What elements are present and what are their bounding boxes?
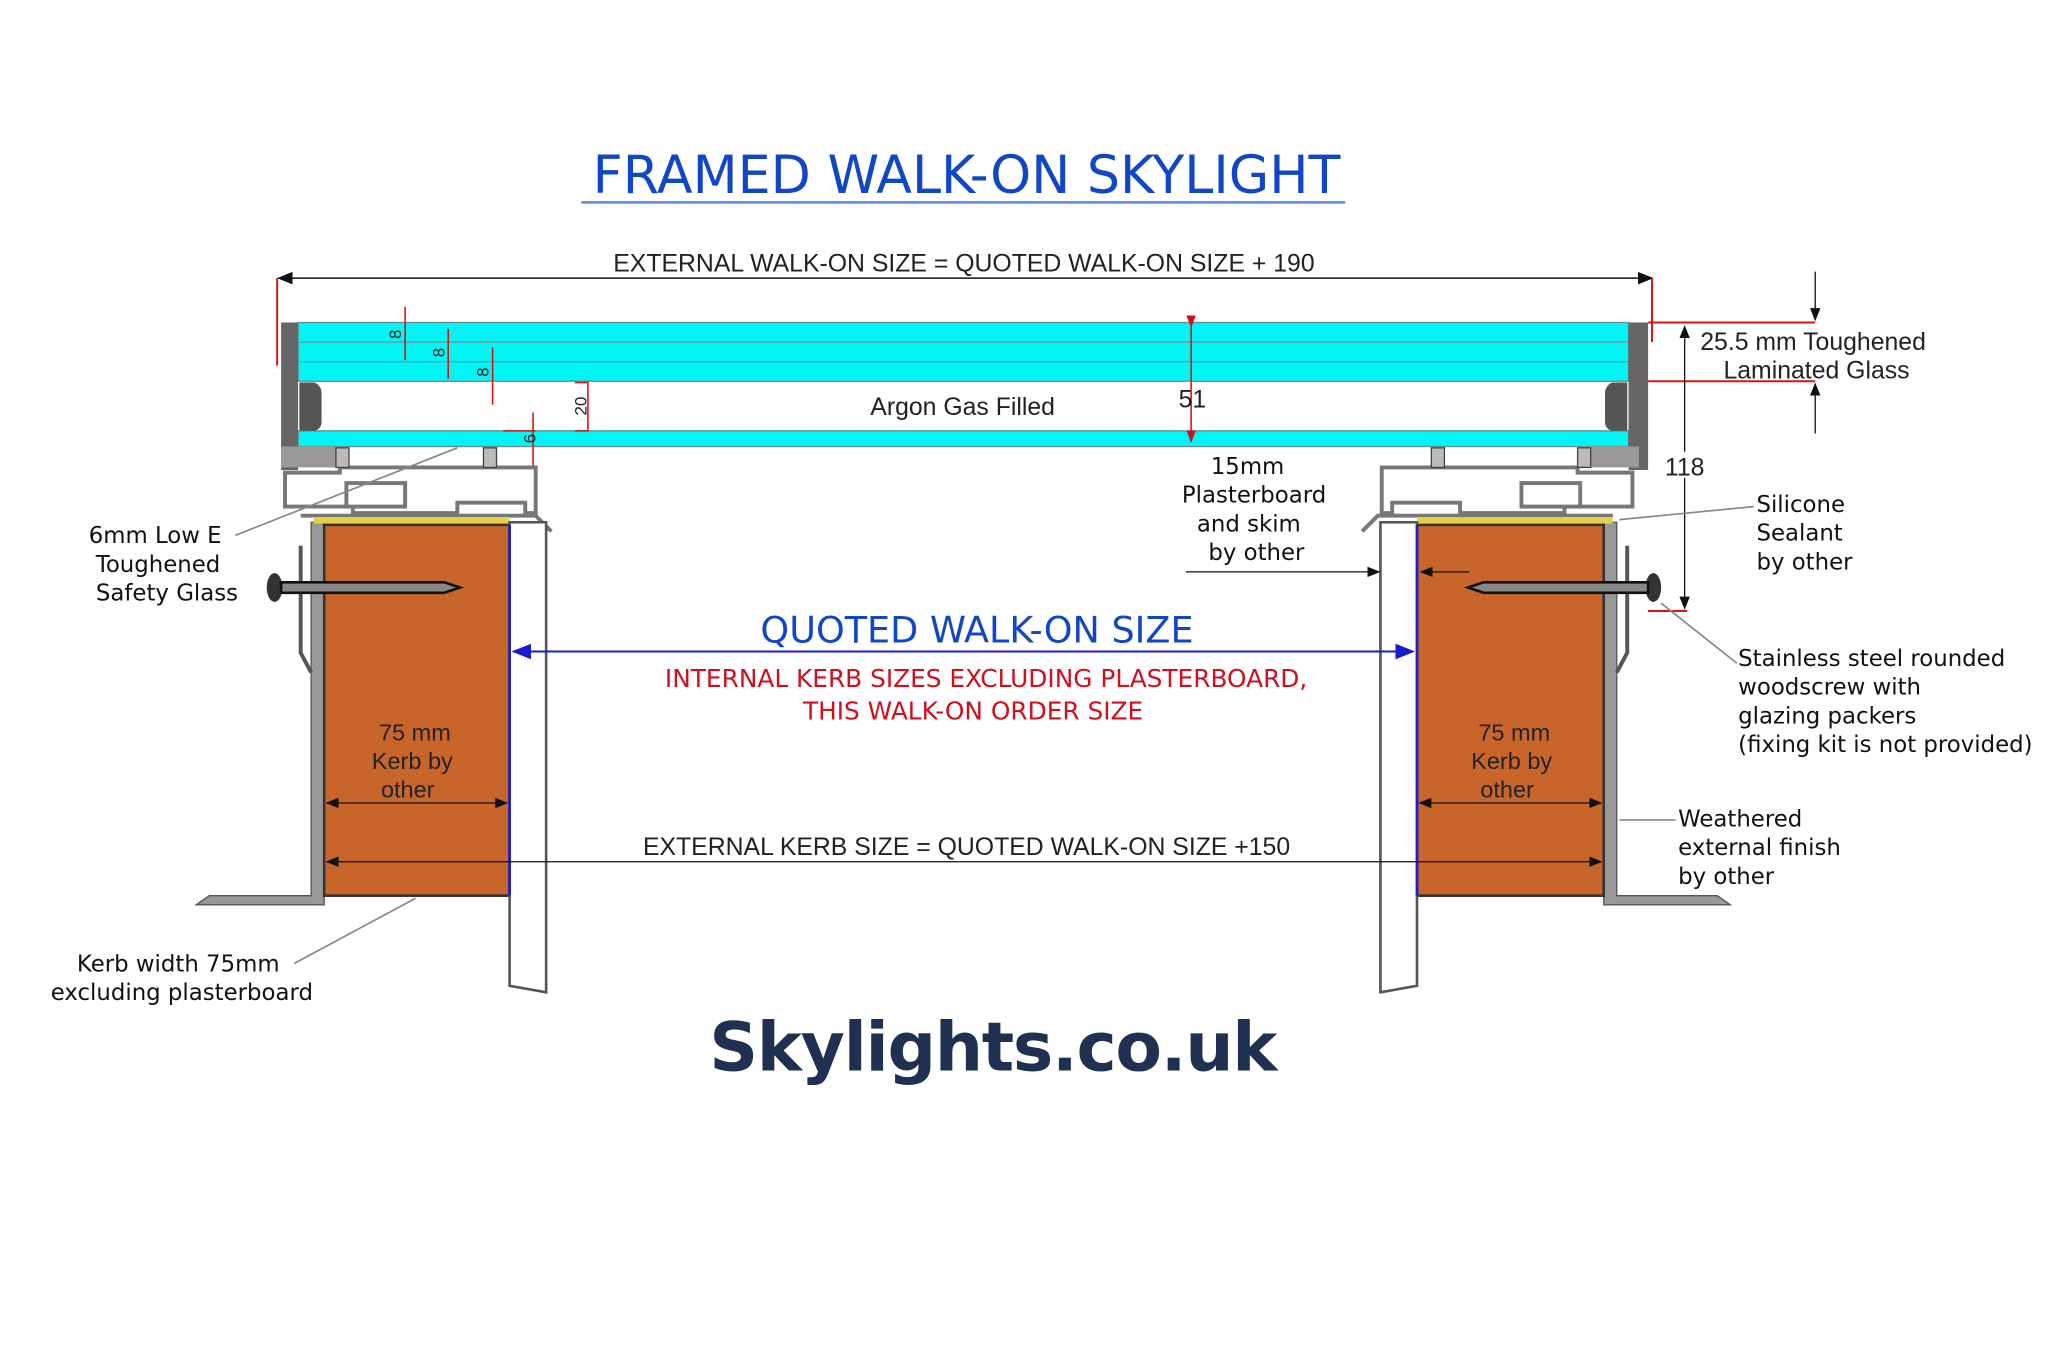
layer-dimension-marks xyxy=(404,306,1196,467)
low-e-glass-annotation: 6mm Low E Toughened Safety Glass xyxy=(89,523,238,606)
external-walk-on-label: EXTERNAL WALK-ON SIZE = QUOTED WALK-ON S… xyxy=(613,251,1314,278)
glass-unit xyxy=(281,321,1649,471)
gap-dimension: 20 xyxy=(572,397,591,416)
argon-gas-label: Argon Gas Filled xyxy=(870,394,1055,421)
bottom-glass-dimension: 6 xyxy=(521,434,540,443)
frame-height-label-bg xyxy=(1666,451,1706,478)
annotation-leaders xyxy=(235,447,1754,965)
internal-kerb-note: INTERNAL KERB SIZES EXCLUDING PLASTERBOA… xyxy=(665,664,1315,726)
glazing-packers xyxy=(335,447,1592,469)
external-kerb-label: EXTERNAL KERB SIZE = QUOTED WALK-ON SIZE… xyxy=(643,834,1290,861)
left-woodscrew xyxy=(266,573,465,602)
kerb-width-annotation: Kerb width 75mm excluding plasterboard xyxy=(51,951,313,1006)
weathered-finish-annotation: Weathered external finish by other xyxy=(1678,806,1848,889)
layer1-dimension: 8 xyxy=(386,330,405,339)
brand-logo: Skylights.co.uk xyxy=(709,1009,1279,1088)
layer3-dimension: 8 xyxy=(474,367,493,376)
layer2-dimension: 8 xyxy=(429,348,448,357)
frame-height-dimension: 118 xyxy=(1665,454,1705,481)
right-red-extension-lines xyxy=(1648,321,1816,613)
left-kerb xyxy=(194,517,548,994)
right-woodscrew xyxy=(1463,573,1662,602)
laminated-glass-annotation: 25.5 mm Toughened Laminated Glass xyxy=(1700,329,1933,385)
diagram-title: FRAMED WALK-ON SKYLIGHT xyxy=(593,146,1342,206)
quoted-walk-on-label: QUOTED WALK-ON SIZE xyxy=(760,608,1193,651)
woodscrew-annotation: Stainless steel rounded woodscrew with g… xyxy=(1738,646,2032,758)
silicone-annotation: Silicone Sealant by other xyxy=(1756,492,1853,575)
unit-height-dimension: 51 xyxy=(1179,386,1207,413)
plasterboard-annotation: 15mm Plasterboard and skim by other xyxy=(1182,454,1334,566)
